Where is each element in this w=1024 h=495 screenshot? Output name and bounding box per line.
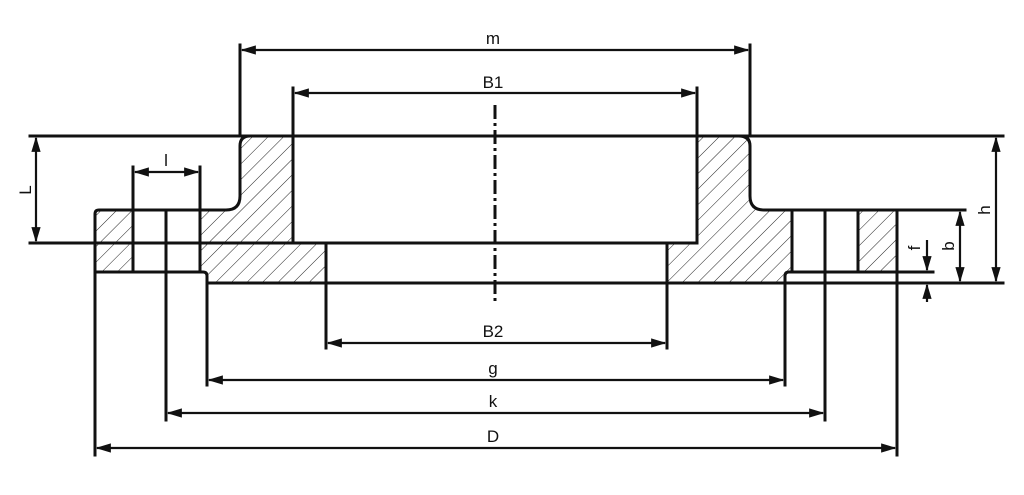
flange-outline <box>28 43 1005 457</box>
label-l: l <box>164 151 168 170</box>
label-h: h <box>975 205 994 214</box>
label-k: k <box>489 392 498 411</box>
label-B2: B2 <box>483 322 504 341</box>
label-B1: B1 <box>483 73 504 92</box>
label-f: f <box>905 245 924 250</box>
label-g: g <box>488 359 497 378</box>
label-b: b <box>939 241 958 250</box>
section-left <box>95 136 326 283</box>
label-D: D <box>487 427 499 446</box>
dimension-lines <box>31 45 1001 453</box>
label-L: L <box>16 185 35 194</box>
label-m: m <box>486 29 500 48</box>
